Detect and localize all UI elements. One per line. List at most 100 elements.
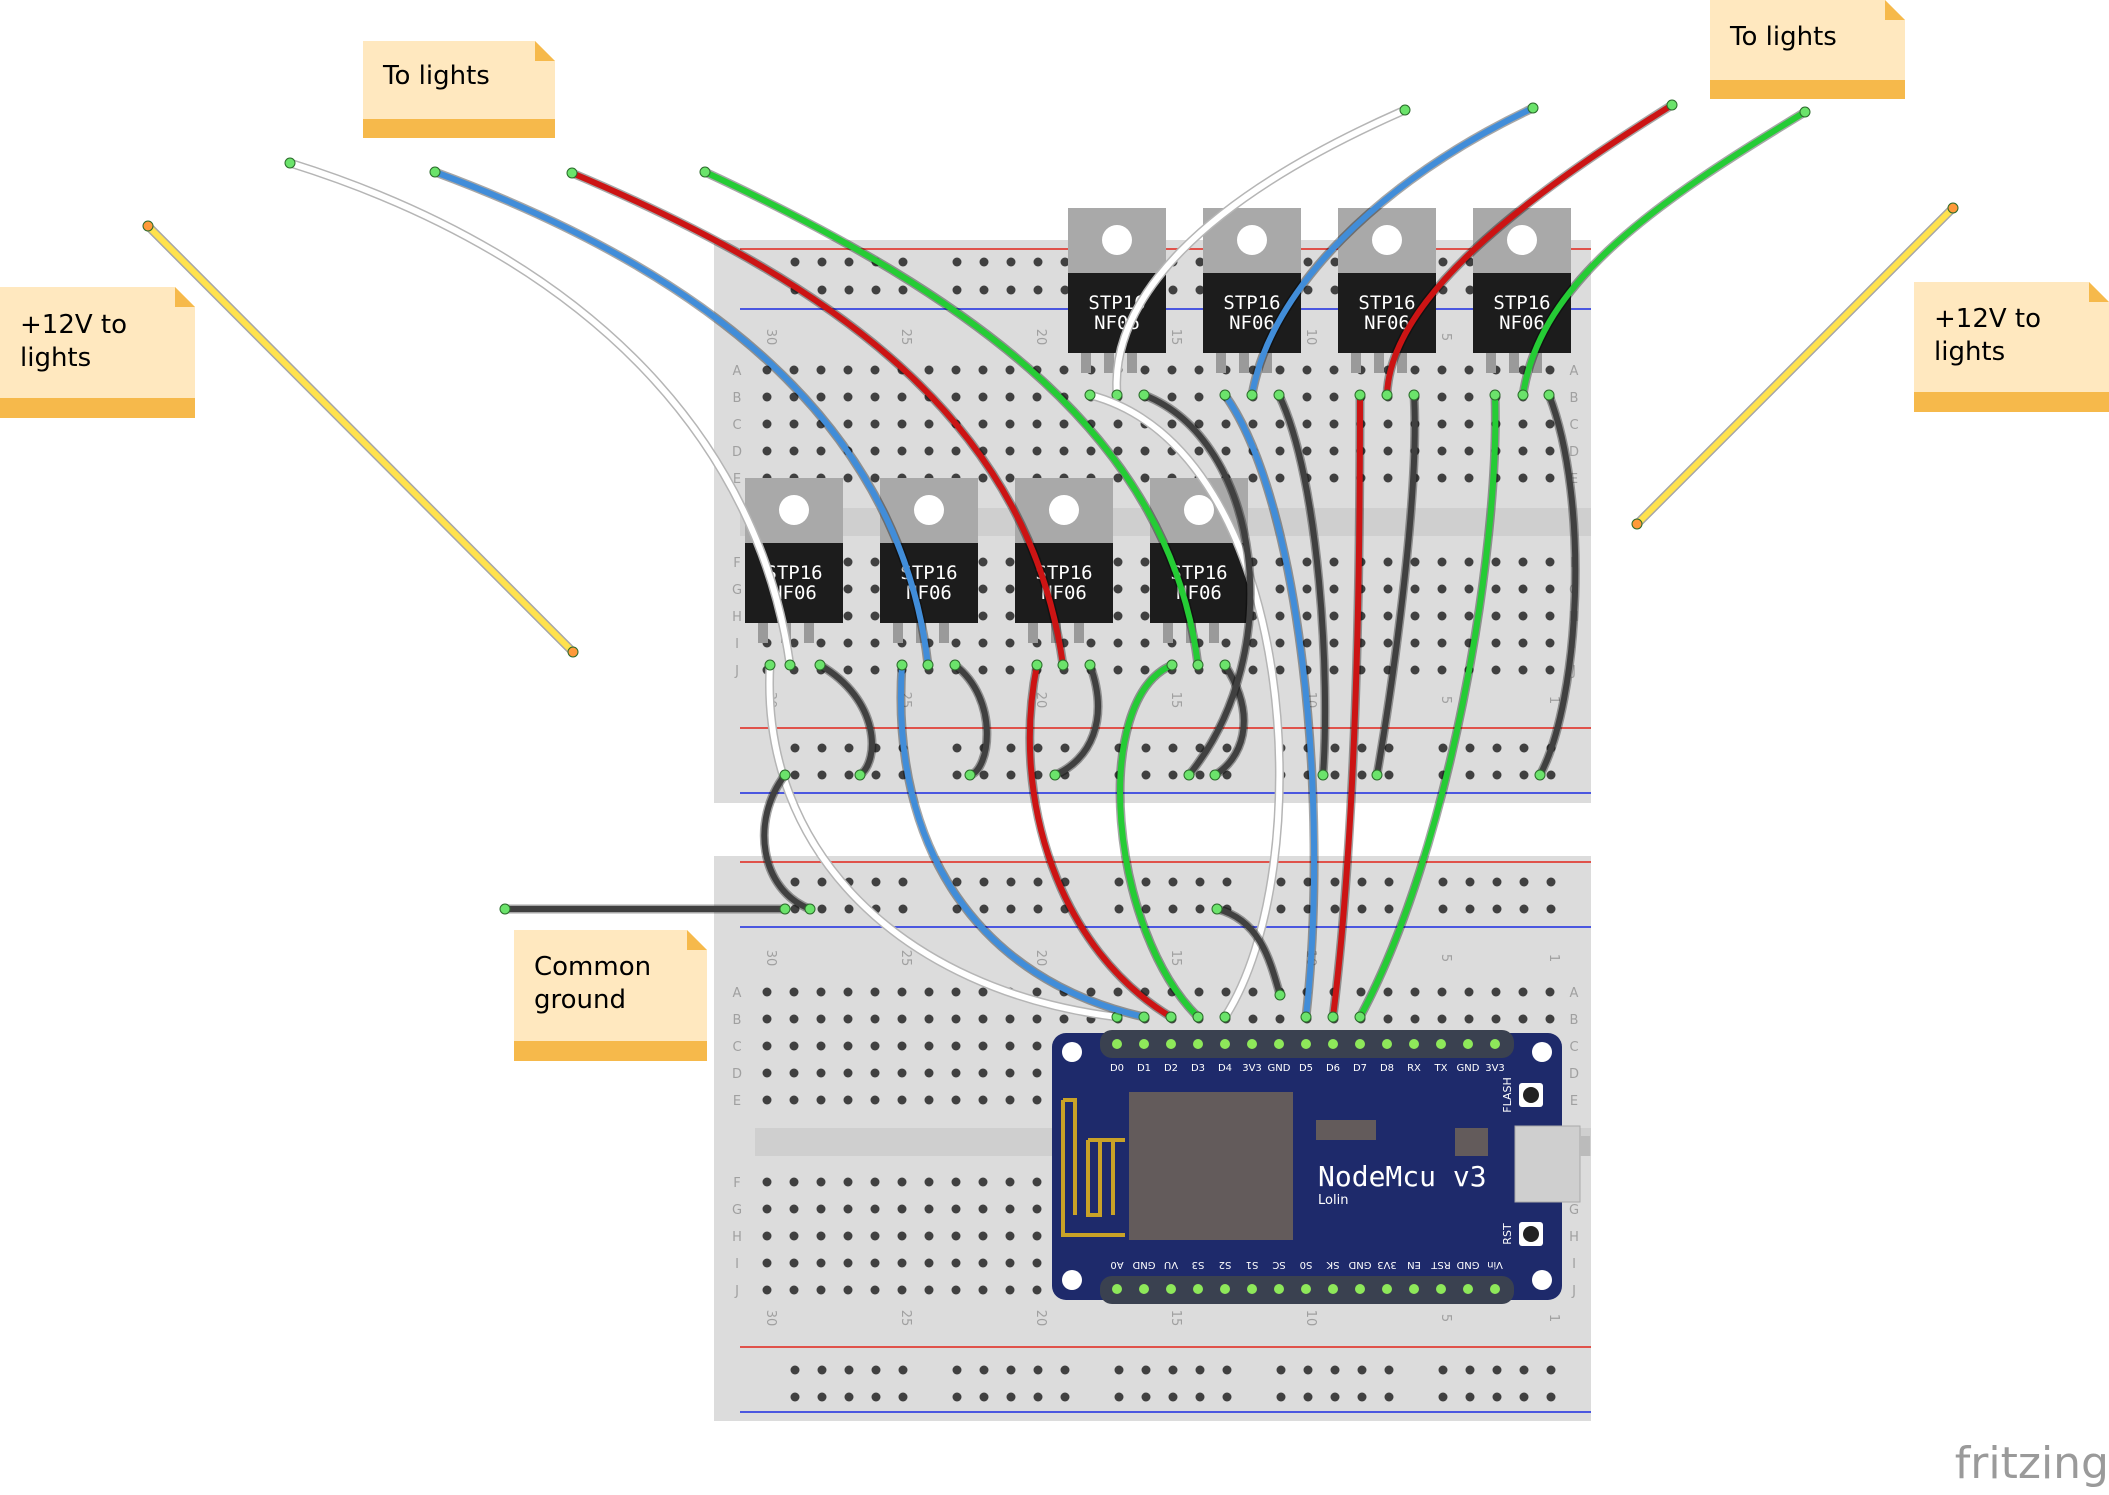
rail-hole: [790, 1365, 800, 1375]
rail-hole: [871, 1365, 881, 1375]
mount-hole: [1062, 1270, 1082, 1290]
breadboard-hole: [870, 987, 880, 997]
rail-hole: [1546, 877, 1556, 887]
wire-red-gate-3[interactable]: [1025, 659, 1177, 1023]
rail-hole: [952, 257, 962, 267]
breadboard-hole: [924, 1177, 934, 1187]
row-letter: C: [732, 1040, 741, 1055]
breadboard-hole: [1437, 557, 1447, 567]
breadboard-hole: [1275, 473, 1285, 483]
rail-hole: [1438, 1392, 1448, 1402]
wire-common-ground[interactable]: [499, 903, 791, 915]
row-letter: E: [1570, 1094, 1578, 1109]
wire-ground-7[interactable]: [1371, 389, 1420, 781]
breadboard-hole: [1329, 557, 1339, 567]
column-number: 5: [1438, 1314, 1453, 1322]
rail-hole: [1168, 1365, 1178, 1375]
wire-ground-3[interactable]: [1049, 659, 1103, 781]
wire-end: [567, 646, 579, 658]
wire-red-gate-7[interactable]: [1327, 389, 1366, 1023]
wire-red-left-light[interactable]: [566, 167, 1069, 671]
rail-hole: [1006, 285, 1016, 295]
breadboard-hole: [789, 1177, 799, 1187]
breadboard-hole: [951, 365, 961, 375]
breadboard-hole: [1086, 638, 1096, 648]
wire-white-right-light[interactable]: [1111, 104, 1411, 401]
wire-green-gate-8[interactable]: [1354, 389, 1501, 1023]
rail-hole: [1330, 904, 1340, 914]
wire-end: [1300, 1011, 1312, 1023]
breadboard-hole: [789, 1095, 799, 1105]
rail-hole: [844, 257, 854, 267]
wire-white-left-light[interactable]: [284, 157, 796, 671]
breadboard-hole: [789, 1204, 799, 1214]
rail-hole: [871, 770, 881, 780]
rail-hole: [1465, 1392, 1475, 1402]
wire-blue-right-light[interactable]: [1246, 102, 1539, 401]
wire-end: [1327, 1011, 1339, 1023]
wire-ground-8[interactable]: [1534, 389, 1580, 781]
wire-12v-left[interactable]: [142, 220, 579, 658]
breadboard-hole: [1491, 557, 1501, 567]
note-common-ground[interactable]: Common ground: [514, 930, 707, 1061]
rail-hole: [1195, 904, 1205, 914]
wire-end: [1408, 389, 1420, 401]
breadboard-hole: [789, 1041, 799, 1051]
wire-blue-gate-6[interactable]: [1219, 389, 1319, 1023]
rail-hole: [1519, 743, 1529, 753]
breadboard-hole: [843, 1041, 853, 1051]
mosfet-label: NF06: [1229, 312, 1275, 334]
wire-nodemcu-ground[interactable]: [1211, 903, 1286, 1001]
breadboard-hole: [1275, 638, 1285, 648]
note-to-lights-left[interactable]: To lights: [363, 41, 555, 138]
wire-ground-6[interactable]: [1273, 389, 1330, 781]
breadboard-hole: [843, 665, 853, 675]
breadboard-hole: [843, 557, 853, 567]
breadboard-hole: [843, 1258, 853, 1268]
note-text: To lights: [382, 61, 490, 91]
wire-blue-gate-2[interactable]: [896, 659, 1150, 1023]
wire-green-right-light[interactable]: [1517, 106, 1811, 401]
chip: [1316, 1120, 1376, 1140]
note-12v-left[interactable]: +12V to lights: [0, 287, 195, 418]
breadboard-hole: [1545, 365, 1555, 375]
breadboard-hole: [951, 1068, 961, 1078]
rail-hole: [1546, 1365, 1556, 1375]
breadboard-hole: [1275, 584, 1285, 594]
note-to-lights-right[interactable]: To lights: [1710, 0, 1905, 99]
wire-green-left-light[interactable]: [699, 166, 1204, 671]
rail-hole: [1276, 1365, 1286, 1375]
wire-ground-2[interactable]: [949, 659, 992, 781]
breadboard-hole: [762, 1014, 772, 1024]
wire-ground-1[interactable]: [814, 659, 877, 781]
note-text-line1: +12V to: [1934, 304, 2041, 334]
breadboard-hole: [843, 365, 853, 375]
breadboard-hole: [1545, 557, 1555, 567]
breadboard-hole: [1383, 446, 1393, 456]
breadboard-hole: [1032, 1095, 1042, 1105]
pin-label: 3V3: [1242, 1063, 1262, 1074]
row-letter: A: [733, 986, 742, 1001]
breadboard-hole: [1005, 1204, 1015, 1214]
wire-ground-bridge[interactable]: [759, 769, 816, 915]
wire-ground-5[interactable]: [1138, 389, 1255, 781]
breadboard-hole: [870, 473, 880, 483]
note-12v-right[interactable]: +12V to lights: [1914, 282, 2109, 412]
row-letter: B: [733, 391, 742, 406]
breadboard-hole: [870, 1095, 880, 1105]
wire-green-gate-4[interactable]: [1115, 659, 1204, 1023]
breadboard-hole: [1302, 611, 1312, 621]
wire-red-right-light[interactable]: [1381, 99, 1678, 401]
pin-label: D2: [1164, 1063, 1178, 1074]
breadboard-hole: [870, 665, 880, 675]
wire-white-gate-1[interactable]: [764, 659, 1123, 1023]
breadboard-hole: [1194, 365, 1204, 375]
wire-blue-left-light[interactable]: [429, 166, 934, 671]
wire-12v-right[interactable]: [1631, 202, 1959, 530]
